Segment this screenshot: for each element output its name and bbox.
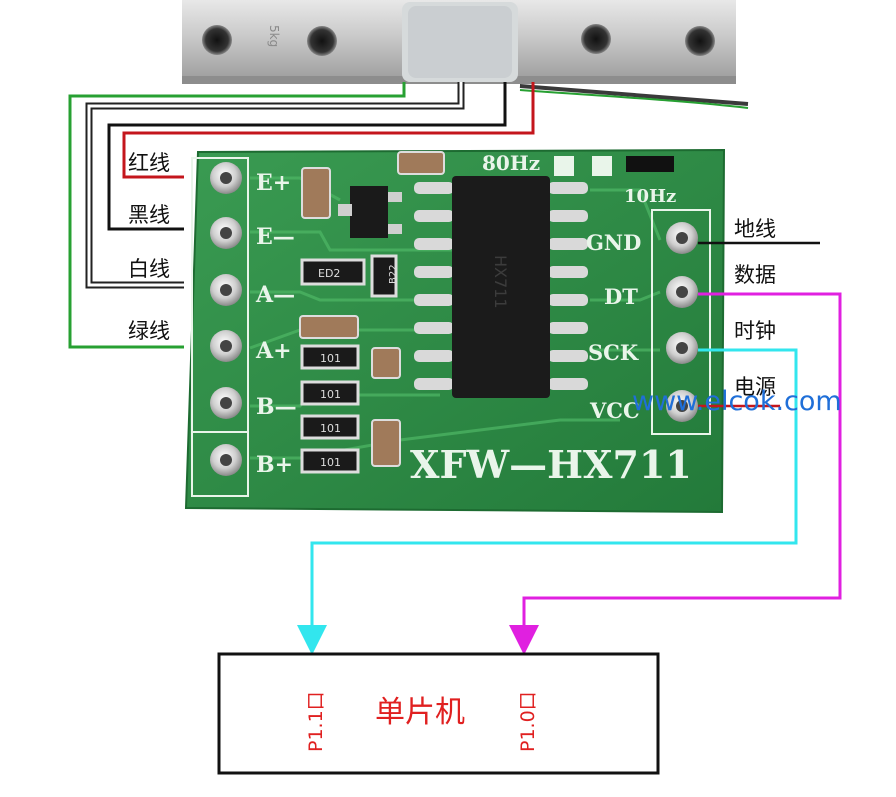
green-wire-label: 绿线 <box>128 319 170 343</box>
resistor <box>370 254 398 298</box>
load-cell-wires <box>68 82 535 349</box>
load-cell-hole <box>581 24 611 54</box>
resistor-mark: 101 <box>320 352 341 365</box>
pin-label-e-minus: E— <box>256 224 295 250</box>
resistor-mark: 101 <box>320 422 341 435</box>
resistor-mark: ED2 <box>318 267 340 280</box>
power-label: 电源 <box>734 375 776 399</box>
resistor-mark: 101 <box>320 388 341 401</box>
resistor <box>300 344 360 370</box>
pin-label-a-minus: A— <box>255 282 295 308</box>
load-cell: 5kg <box>182 0 749 109</box>
pin-label-vcc: VCC <box>589 398 640 423</box>
black-wire-label: 黑线 <box>128 203 170 227</box>
load-cell-hole <box>307 26 337 56</box>
pin-label-gnd: GND <box>586 230 641 255</box>
hx711-chip: HX711 <box>414 176 588 398</box>
resistor <box>300 258 366 286</box>
resistor <box>300 380 360 406</box>
board-model: XFW—HX711 <box>410 442 692 487</box>
ground-label: 地线 <box>734 217 776 241</box>
smd-pad <box>592 156 612 176</box>
watermark: www.elcok.com <box>632 386 842 417</box>
right-header <box>666 222 698 422</box>
capacitor <box>371 347 401 379</box>
resistor <box>626 156 674 172</box>
clock-line <box>297 348 798 655</box>
green-wire <box>68 82 406 349</box>
mcu-pin-p10: P1.0口 <box>517 691 539 752</box>
black-wire <box>107 82 507 231</box>
load-cell-hole <box>202 25 232 55</box>
smd-pad <box>554 156 574 176</box>
left-header <box>210 162 242 476</box>
rate-10hz-label: 10Hz <box>624 186 676 207</box>
resistor <box>300 414 360 440</box>
chip-marking: HX711 <box>491 255 510 309</box>
capacitor <box>301 167 331 219</box>
capacitor <box>299 315 359 339</box>
rate-80hz-label: 80Hz <box>482 151 540 175</box>
mcu-box: 单片机 P1.1口 P1.0口 <box>217 652 660 775</box>
transistor <box>350 186 388 238</box>
pin-label-dt: DT <box>604 284 638 309</box>
pin-label-e-plus: E+ <box>256 170 291 196</box>
pin-label-b-plus: B+ <box>256 452 293 478</box>
data-label: 数据 <box>734 263 776 287</box>
clock-label: 时钟 <box>734 319 776 343</box>
hx711-board: E+ E— A— A+ B— B+ 80Hz 10Hz ED2 B22 101 … <box>184 148 726 514</box>
mcu-pin-p11: P1.1口 <box>305 691 327 752</box>
load-cell-hole <box>685 26 715 56</box>
resistor-mark: B22 <box>388 264 399 284</box>
capacitor <box>371 419 401 467</box>
resistor <box>300 448 360 474</box>
red-wire-label: 红线 <box>128 151 170 175</box>
pin-label-b-minus: B— <box>256 394 297 420</box>
data-line <box>509 292 842 655</box>
red-wire <box>122 82 535 179</box>
pin-label-sck: SCK <box>588 340 639 365</box>
mcu-title: 单片机 <box>375 695 465 730</box>
load-cell-capacity: 5kg <box>267 25 281 47</box>
resistor-mark: 101 <box>320 456 341 469</box>
pin-label-a-plus: A+ <box>255 338 292 364</box>
white-wire-label: 白线 <box>128 257 170 281</box>
capacitor <box>397 151 445 175</box>
